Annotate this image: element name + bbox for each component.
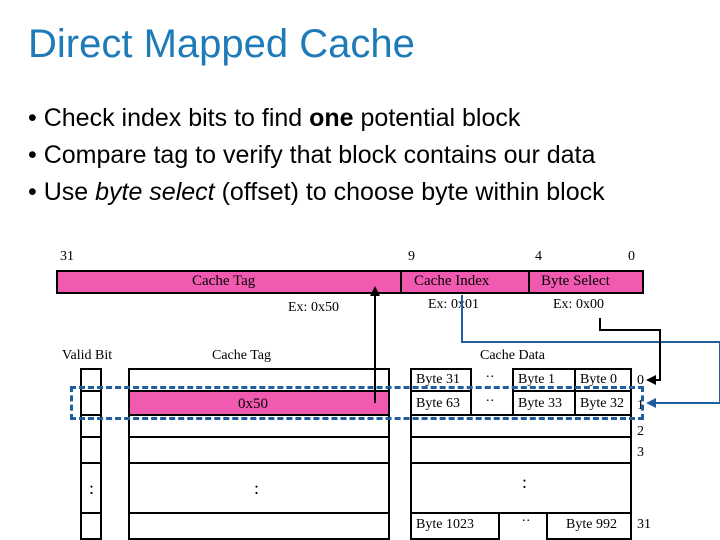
byte-32-label: Byte 32 — [580, 396, 624, 411]
data-byte-cell — [410, 512, 500, 540]
vertical-ellipsis: : — [254, 478, 260, 498]
bit-label-9: 9 — [408, 249, 415, 264]
address-byte-select-field — [528, 270, 644, 294]
valid-bit-cell — [80, 512, 102, 540]
index-arrow — [461, 295, 720, 408]
byte-992-label: Byte 992 — [566, 517, 617, 532]
tag-value: 0x50 — [238, 396, 268, 412]
bullet-3-pre: Use — [43, 178, 96, 206]
byte-0-label: Byte 0 — [580, 372, 617, 387]
field-label-cache-tag: Cache Tag — [192, 273, 256, 289]
example-byte-select: Ex: 0x00 — [553, 297, 604, 312]
slide-title: Direct Mapped Cache — [28, 22, 415, 66]
byte-33-label: Byte 33 — [518, 396, 562, 411]
example-tag: Ex: 0x50 — [288, 300, 339, 315]
bullet-3: • Use byte select (offset) to choose byt… — [28, 178, 605, 206]
field-label-cache-index: Cache Index — [414, 273, 490, 289]
data-byte-cell — [410, 390, 472, 416]
bullet-1: • Check index bits to find one potential… — [28, 104, 521, 132]
header-valid-bit: Valid Bit — [62, 348, 113, 363]
bullet-list: • Check index bits to find one potential… — [28, 100, 605, 211]
byte-1-label: Byte 1 — [518, 372, 555, 387]
bullet-2-text: Compare tag to verify that block contain… — [43, 141, 596, 169]
byte-31-label: Byte 31 — [416, 372, 460, 387]
data-byte-cell — [574, 390, 632, 416]
bullet-1-pre: Check index bits to find — [43, 104, 310, 132]
vertical-ellipsis: : — [522, 472, 528, 492]
data-byte-cell — [546, 512, 632, 540]
row-number-1: 1 — [637, 398, 644, 413]
address-index-field — [400, 270, 530, 294]
selected-row-highlight — [70, 386, 644, 420]
header-cache-tag: Cache Tag — [212, 348, 272, 363]
address-tag-field — [56, 270, 402, 294]
ellipsis-dots: .. — [486, 366, 495, 381]
ellipsis-dots: .. — [522, 510, 531, 525]
header-cache-data: Cache Data — [480, 348, 545, 363]
bullet-1-post: potential block — [353, 104, 521, 132]
byte-select-arrow — [599, 318, 661, 385]
byte-1023-label: Byte 1023 — [416, 517, 474, 532]
bit-label-0: 0 — [628, 249, 635, 264]
bullet-3-emphasis: byte select — [95, 178, 215, 206]
bit-label-4: 4 — [535, 249, 542, 264]
field-label-byte-select: Byte Select — [541, 273, 610, 289]
bit-label-31: 31 — [60, 249, 74, 264]
row-number-3: 3 — [637, 445, 644, 460]
tag-cell — [128, 512, 390, 540]
data-cell — [410, 462, 632, 514]
bullet-2: • Compare tag to verify that block conta… — [28, 141, 596, 169]
vertical-ellipsis: : — [89, 478, 95, 498]
row-number-0: 0 — [637, 373, 644, 388]
bullet-3-post: (offset) to choose byte within block — [214, 178, 605, 206]
row-number-31: 31 — [637, 517, 651, 532]
bullet-1-emphasis: one — [309, 104, 354, 132]
ellipsis-dots: .. — [486, 390, 495, 405]
tag-cell — [128, 462, 390, 514]
row-number-2: 2 — [637, 424, 644, 439]
byte-63-label: Byte 63 — [416, 396, 460, 411]
example-index: Ex: 0x01 — [428, 297, 479, 312]
